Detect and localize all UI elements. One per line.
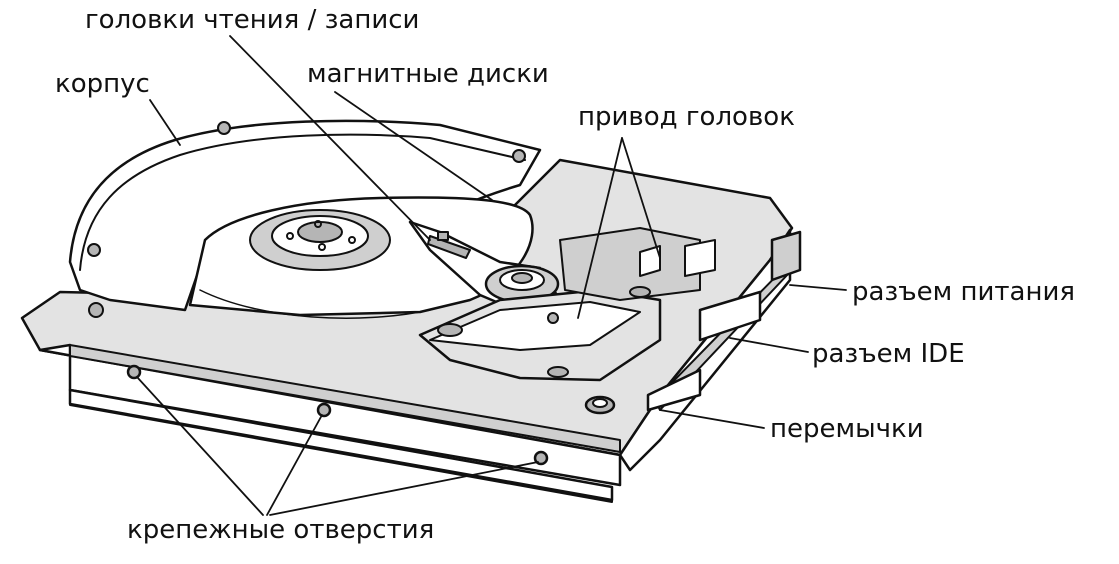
- power-leader: [789, 284, 847, 291]
- heads-leader: [229, 35, 431, 241]
- case-leader: [149, 99, 181, 146]
- power-connector-label: разъем питания: [852, 277, 1075, 307]
- magnetic-platters: [188, 196, 534, 319]
- ide-leader: [729, 337, 809, 353]
- actuator-leader-1: [577, 137, 623, 319]
- head-actuator: [418, 227, 716, 415]
- actuator-label: привод головок: [578, 102, 795, 132]
- rear-connectors: [646, 230, 802, 412]
- case-label: корпус: [55, 69, 150, 99]
- leader-lines: [136, 35, 847, 516]
- platters-leader: [334, 91, 493, 201]
- jumpers-leader: [659, 409, 765, 429]
- mount-holes: [126, 364, 549, 466]
- platters-label: магнитные диски: [307, 59, 549, 89]
- jumpers-label: перемычки: [770, 414, 924, 444]
- heads-label: головки чтения / записи: [85, 5, 419, 35]
- mount-leader-2: [266, 414, 323, 516]
- mount-holes-label: крепежные отверстия: [127, 515, 434, 545]
- ide-connector-label: разъем IDE: [812, 339, 965, 369]
- labels: головки чтения / записи корпус магнитные…: [55, 5, 1075, 545]
- read-write-head-arm: [408, 220, 562, 314]
- mount-leader-1: [136, 376, 264, 516]
- mount-leader-3: [269, 461, 539, 516]
- actuator-leader-2: [621, 137, 661, 259]
